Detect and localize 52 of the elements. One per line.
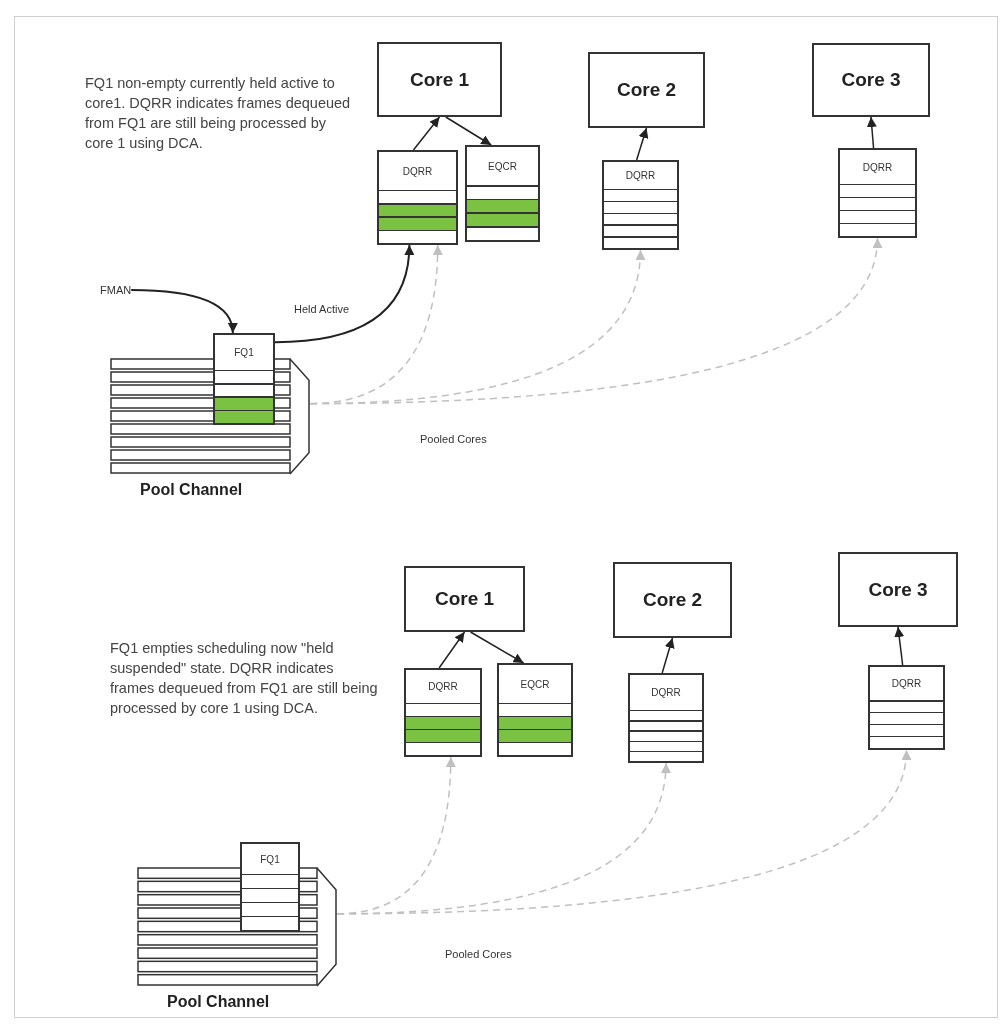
core-box bbox=[838, 552, 958, 627]
queue-box bbox=[240, 842, 300, 932]
queue-box bbox=[868, 665, 945, 750]
arrow bbox=[866, 116, 877, 149]
node-label: DQRR bbox=[651, 687, 681, 698]
node-label: DQRR bbox=[625, 170, 656, 181]
node-label: Pool Channel bbox=[167, 993, 270, 1011]
dashed-arrow bbox=[309, 237, 881, 405]
description-text: FQ1 empties scheduling now "held suspended" state. DQRR indicates frames dequeued from FQ1 are still being processed by core 1 using DCA. bbox=[110, 639, 379, 718]
queue-box bbox=[838, 148, 917, 238]
node-label: FQ1 bbox=[260, 853, 280, 865]
queue-box bbox=[377, 150, 458, 245]
node-label: Core 3 bbox=[868, 578, 928, 601]
core-box bbox=[588, 52, 705, 128]
edge-label: Held Active bbox=[292, 303, 352, 315]
arrow bbox=[130, 289, 237, 334]
arrow bbox=[412, 116, 441, 151]
arrow bbox=[438, 631, 466, 669]
node-label: Core 2 bbox=[616, 79, 677, 101]
arrow bbox=[661, 637, 675, 674]
node-label: EQCR bbox=[520, 678, 550, 690]
node-label: FMAN bbox=[100, 284, 132, 296]
core-box bbox=[404, 566, 525, 632]
annotation-text: Pooled Cores bbox=[420, 433, 487, 445]
description-text: FQ1 non-empty currently held active to core1. DQRR indicates frames dequeued from FQ1 are still being processed by core 1 using DCA. bbox=[85, 74, 352, 153]
node-label: DQRR bbox=[428, 681, 458, 692]
core-box bbox=[613, 562, 732, 638]
arrow bbox=[445, 116, 492, 146]
node-label: Core 1 bbox=[434, 588, 495, 610]
node-label: DQRR bbox=[891, 678, 922, 689]
node-label: Core 1 bbox=[409, 68, 470, 91]
arrow bbox=[274, 244, 414, 344]
arrow bbox=[635, 127, 649, 161]
core-box bbox=[812, 43, 930, 117]
node-label: Pool Channel bbox=[140, 481, 243, 499]
arrow bbox=[894, 626, 905, 666]
node-label: Core 2 bbox=[642, 589, 703, 611]
node-label: DQRR bbox=[862, 161, 893, 173]
node-label: DQRR bbox=[402, 165, 433, 177]
arrow bbox=[469, 631, 525, 664]
queue-box bbox=[628, 673, 704, 763]
core-box bbox=[377, 42, 502, 117]
queue-box bbox=[465, 145, 540, 242]
queue-box bbox=[213, 333, 275, 425]
annotation-text: Pooled Cores bbox=[445, 948, 512, 960]
node-label: FQ1 bbox=[234, 347, 254, 358]
queue-box bbox=[404, 668, 482, 757]
dashed-arrow bbox=[336, 749, 910, 915]
node-label: Core 3 bbox=[841, 69, 901, 91]
queue-box bbox=[602, 160, 679, 250]
node-label: EQCR bbox=[488, 160, 517, 172]
queue-box bbox=[497, 663, 573, 757]
